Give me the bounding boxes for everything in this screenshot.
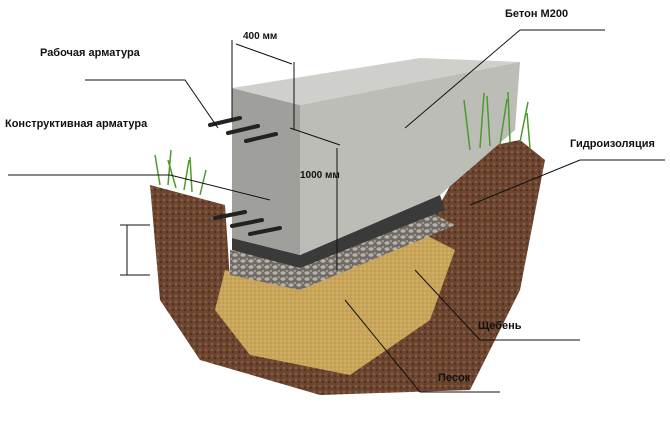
- dimension-lines: [8, 29, 665, 393]
- label-waterproofing: Гидроизоляция: [570, 138, 655, 150]
- sand-layer: [215, 232, 455, 375]
- label-working-rebar: Рабочая арматура: [40, 47, 140, 59]
- label-gravel: Щебень: [478, 320, 522, 332]
- concrete-top: [232, 58, 520, 105]
- label-sand: Песок: [438, 372, 471, 384]
- waterproofing-layer: [232, 195, 445, 268]
- label-width: 400 мм: [243, 31, 278, 42]
- label-concrete: Бетон М200: [505, 8, 569, 20]
- grass: [154, 91, 531, 196]
- label-structural-rebar: Конструктивная арматура: [5, 118, 148, 130]
- rebar: [208, 116, 282, 236]
- label-height: 1000 мм: [300, 170, 340, 181]
